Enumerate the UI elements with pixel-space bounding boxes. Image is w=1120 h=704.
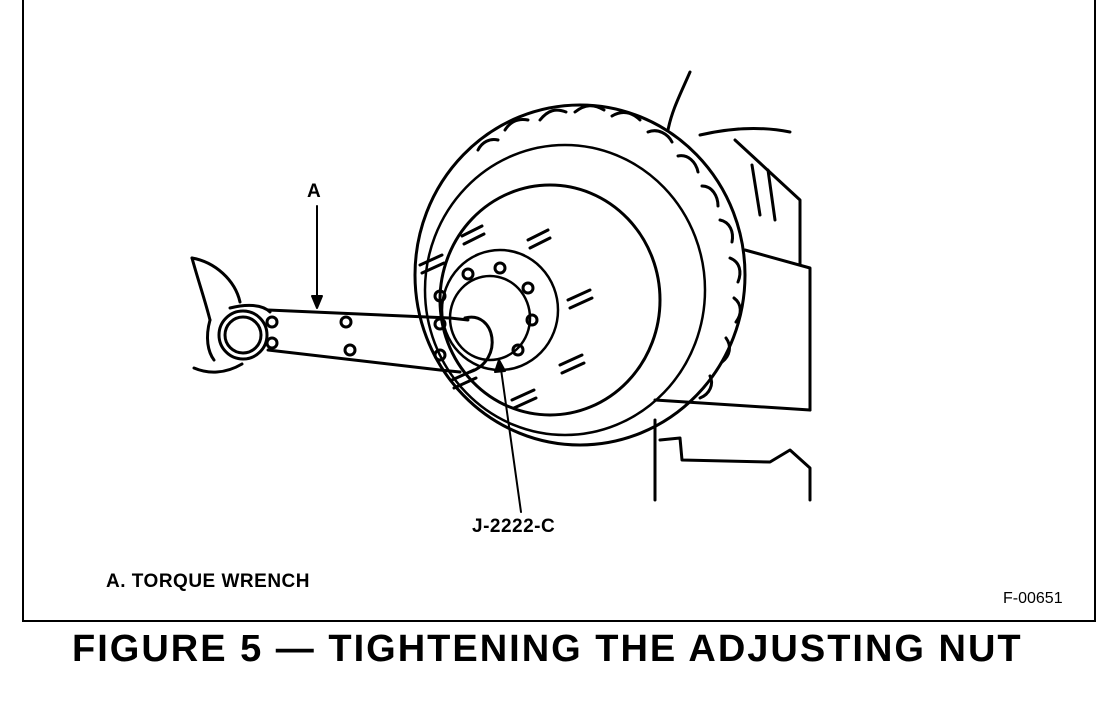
tire-drawing: [413, 103, 747, 447]
callout-label-tool: J-2222-C: [472, 516, 556, 537]
wheel-hub-torque-wrench-illustration: [190, 70, 812, 513]
wheel-drum-drawing: [418, 183, 662, 417]
figure-code: F-00651: [1003, 590, 1063, 607]
figure-caption: FIGURE 5 — TIGHTENING THE ADJUSTING NUT: [72, 628, 1023, 670]
callout-leaders: [311, 205, 522, 513]
callout-label-a: A: [307, 181, 321, 202]
vehicle-body-drawing: [653, 70, 812, 502]
legend-item-torque-wrench: A. TORQUE WRENCH: [106, 571, 310, 592]
figure-frame: [22, 0, 1096, 622]
torque-wrench-drawing: [190, 256, 494, 374]
